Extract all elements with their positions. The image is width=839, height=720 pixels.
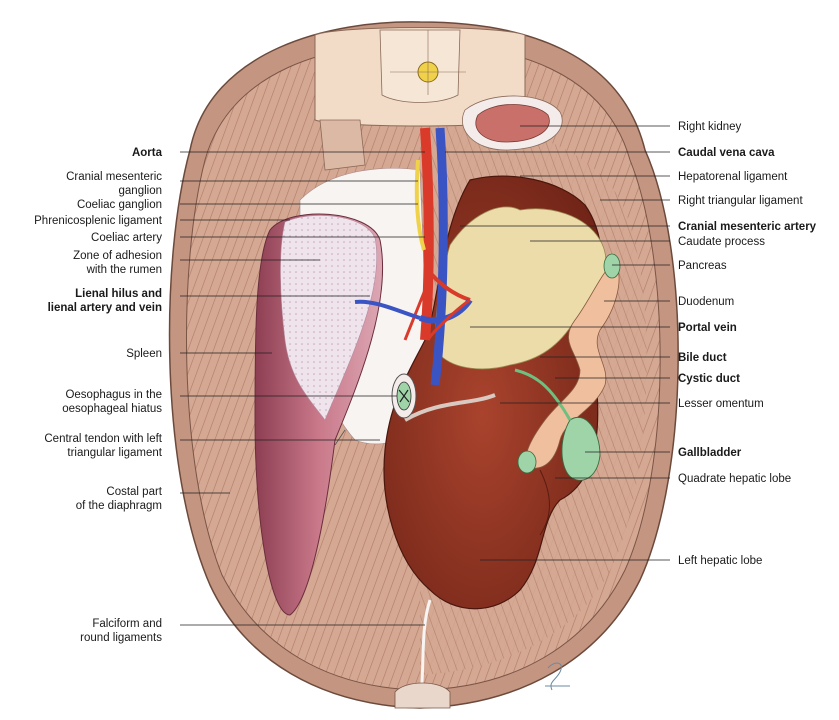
label-cranial-mesenteric-artery: Cranial mesenteric artery: [678, 221, 817, 233]
label-costal-part-line: Costal part: [106, 486, 162, 498]
right-leader-lines: [445, 125, 670, 561]
label-falciform-line: Falciform and: [92, 618, 162, 630]
duodenum: [517, 253, 621, 474]
label-right-triangular-ligament: Right triangular ligament: [678, 195, 803, 207]
label-spleen-line: Spleen: [126, 348, 162, 360]
label-bile-duct-line: Bile duct: [678, 352, 727, 364]
label-zone-of-adhesion: Zone of adhesion with the rumen: [73, 250, 162, 276]
label-gallbladder: Gallbladder: [678, 447, 742, 459]
label-phrenicosplenic-ligament-line: Phrenicosplenic ligament: [34, 215, 163, 227]
label-right-kidney: Right kidney: [678, 121, 742, 133]
label-aorta: Aorta: [132, 147, 163, 159]
label-lienal-hilus-line: lienal artery and vein: [48, 302, 162, 314]
label-hepatorenal-ligament-line: Hepatorenal ligament: [678, 171, 788, 183]
label-caudal-vena-cava-line: Caudal vena cava: [678, 147, 775, 159]
label-cranial-mesenteric-ganglion: Cranial mesenteric ganglion: [66, 171, 162, 197]
spleen: [254, 213, 384, 616]
label-phrenicosplenic-ligament: Phrenicosplenic ligament: [34, 215, 163, 227]
label-portal-vein: Portal vein: [678, 322, 737, 334]
artist-signature: [545, 662, 570, 691]
label-falciform: Falciform and round ligaments: [80, 618, 162, 644]
vessels: [354, 127, 473, 386]
label-central-tendon-line: triangular ligament: [67, 447, 162, 459]
label-costal-part-line: of the diaphragm: [76, 500, 162, 512]
label-left-hepatic-lobe-line: Left hepatic lobe: [678, 555, 762, 567]
label-coeliac-artery: Coeliac artery: [91, 232, 162, 244]
label-bile-duct: Bile duct: [678, 352, 727, 364]
vertebra: [314, 27, 526, 171]
label-hepatorenal-ligament: Hepatorenal ligament: [678, 171, 788, 183]
label-cranial-mesenteric-artery-line: Cranial mesenteric artery: [678, 221, 817, 233]
label-lienal-hilus-line: Lienal hilus and: [75, 288, 162, 300]
left-leader-lines: [180, 151, 425, 626]
label-cystic-duct: Cystic duct: [678, 373, 740, 385]
label-right-triangular-ligament-line: Right triangular ligament: [678, 195, 803, 207]
label-caudate-process: Caudate process: [678, 236, 765, 248]
label-central-tendon: Central tendon with left triangular ligam…: [44, 433, 162, 459]
bottom-notch: [394, 682, 451, 709]
label-left-hepatic-lobe: Left hepatic lobe: [678, 555, 762, 567]
label-caudal-vena-cava: Caudal vena cava: [678, 147, 775, 159]
label-oesophagus-line: oesophageal hiatus: [62, 403, 162, 415]
label-oesophagus: Oesophagus in the oesophageal hiatus: [62, 389, 162, 415]
label-right-kidney-line: Right kidney: [678, 121, 742, 133]
label-lesser-omentum: Lesser omentum: [678, 398, 764, 410]
label-quadrate-hepatic-lobe-line: Quadrate hepatic lobe: [678, 473, 791, 485]
gallbladder: [514, 368, 601, 481]
label-costal-part: Costal part of the diaphragm: [76, 486, 163, 512]
label-coeliac-ganglion-line: Coeliac ganglion: [77, 199, 162, 211]
label-gallbladder-line: Gallbladder: [678, 447, 742, 459]
label-cranial-mesenteric-ganglion-line: ganglion: [119, 185, 162, 197]
label-cystic-duct-line: Cystic duct: [678, 373, 740, 385]
label-duodenum-line: Duodenum: [678, 296, 734, 308]
label-oesophagus-line: Oesophagus in the: [65, 389, 162, 401]
label-portal-vein-line: Portal vein: [678, 322, 737, 334]
label-central-tendon-line: Central tendon with left: [44, 433, 162, 445]
label-quadrate-hepatic-lobe: Quadrate hepatic lobe: [678, 473, 791, 485]
label-lienal-hilus: Lienal hilus and lienal artery and vein: [48, 288, 162, 314]
label-aorta-line: Aorta: [132, 147, 163, 159]
right-kidney: [462, 95, 563, 151]
label-coeliac-ganglion: Coeliac ganglion: [77, 199, 162, 211]
label-caudate-process-line: Caudate process: [678, 236, 765, 248]
label-pancreas-line: Pancreas: [678, 260, 727, 272]
oesophagus: [391, 373, 417, 419]
label-coeliac-artery-line: Coeliac artery: [91, 232, 162, 244]
label-zone-of-adhesion-line: with the rumen: [86, 264, 162, 276]
label-cranial-mesenteric-ganglion-line: Cranial mesenteric: [66, 171, 162, 183]
label-spleen: Spleen: [126, 348, 162, 360]
label-pancreas: Pancreas: [678, 260, 727, 272]
label-falciform-line: round ligaments: [80, 632, 162, 644]
label-duodenum: Duodenum: [678, 296, 734, 308]
label-lesser-omentum-line: Lesser omentum: [678, 398, 764, 410]
label-zone-of-adhesion-line: Zone of adhesion: [73, 250, 162, 262]
